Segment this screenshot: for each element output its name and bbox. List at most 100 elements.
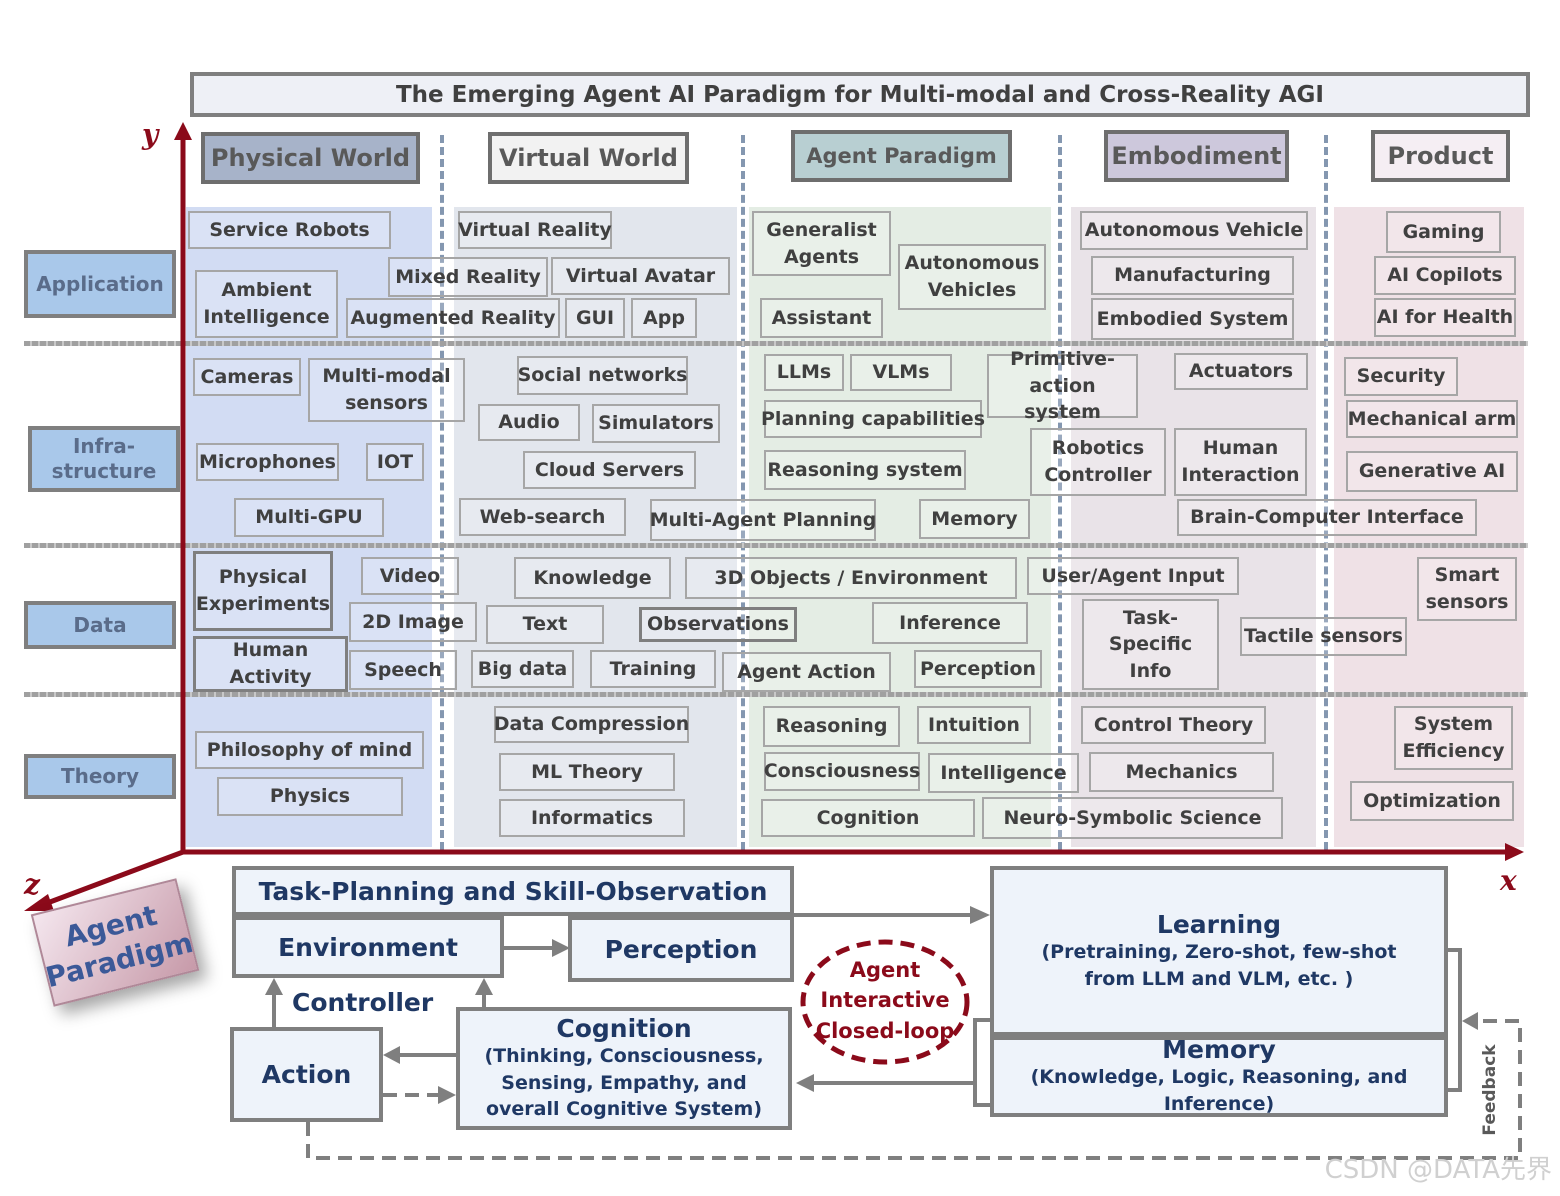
action-box: Action	[230, 1027, 383, 1122]
cell-manufacturing: Manufacturing	[1091, 256, 1294, 295]
cell-control-theory: Control Theory	[1081, 706, 1266, 744]
cell-observations: Observations	[639, 607, 797, 642]
cell-smart-sensors: Smart sensors	[1417, 557, 1517, 621]
column-separator	[440, 135, 444, 850]
row-separator	[24, 341, 1528, 346]
cell-multi-gpu: Multi-GPU	[234, 498, 384, 537]
column-header-product: Product	[1371, 130, 1510, 182]
cell-system-efficiency: System Efficiency	[1394, 706, 1513, 770]
cell-app: App	[631, 298, 697, 338]
cell-text: Text	[486, 605, 604, 644]
cell-autonomous-vehicles: Autonomous Vehicles	[898, 244, 1046, 310]
cell-reasoning-system: Reasoning system	[764, 450, 966, 490]
y-axis-label: y	[142, 118, 159, 151]
physical-world-column-bg	[186, 207, 432, 847]
column-header-agent-paradigm: Agent Paradigm	[791, 130, 1012, 182]
cell-mechanics: Mechanics	[1089, 752, 1274, 792]
cell-speech: Speech	[349, 650, 457, 690]
cell-reasoning: Reasoning	[763, 706, 900, 747]
cell-llms: LLMs	[764, 354, 844, 391]
learning-title: Learning	[1156, 909, 1282, 939]
environment-box: Environment	[232, 916, 504, 978]
diagram-title: The Emerging Agent AI Paradigm for Multi…	[190, 72, 1530, 117]
cell-generative-ai: Generative AI	[1346, 451, 1518, 492]
cell-training: Training	[590, 650, 716, 688]
cell-ambient-intelligence: Ambient Intelligence	[195, 270, 338, 338]
cell-planning-capabilities: Planning capabilities	[761, 400, 985, 438]
learning-box: Learning (Pretraining, Zero-shot, few-sh…	[990, 866, 1448, 1036]
cell-autonomous-vehicle: Autonomous Vehicle	[1080, 211, 1308, 250]
learning-subtitle: (Pretraining, Zero-shot, few-shot from L…	[1041, 940, 1397, 990]
cell-informatics: Informatics	[499, 799, 685, 837]
cell-tactile-sensors: Tactile sensors	[1240, 617, 1407, 656]
virtual-world-column-bg	[454, 207, 737, 847]
cell-multimodal-sensors: Multi-modal sensors	[308, 358, 465, 422]
cell-consciousness: Consciousness	[764, 752, 920, 791]
product-column-bg	[1334, 207, 1524, 847]
cell-task-specific-info: Task- Specific Info	[1082, 599, 1219, 690]
cell-human-interaction: Human Interaction	[1174, 428, 1307, 496]
column-header-virtual-world: Virtual World	[488, 132, 689, 184]
cell-web-search: Web-search	[459, 498, 626, 536]
cell-ai-for-health: AI for Health	[1374, 298, 1516, 337]
cell-actuators: Actuators	[1174, 353, 1308, 390]
cell-inference: Inference	[872, 602, 1028, 644]
row-separator	[24, 543, 1528, 548]
cognition-box: Cognition (Thinking, Consciousness, Sens…	[456, 1007, 792, 1130]
cell-neuro-symbolic-science: Neuro-Symbolic Science	[982, 797, 1283, 839]
feedback-label: Feedback	[1480, 1044, 1500, 1136]
cell-intelligence: Intelligence	[928, 753, 1079, 793]
column-header-embodiment: Embodiment	[1104, 130, 1289, 182]
cell-audio: Audio	[478, 404, 580, 441]
cell-security: Security	[1344, 357, 1458, 396]
cell-physical-experiments: Physical Experiments	[193, 551, 333, 631]
memory-box: Memory (Knowledge, Logic, Reasoning, and…	[990, 1035, 1448, 1117]
cell-robotics-controller: Robotics Controller	[1030, 428, 1166, 496]
cell-primitive-action-system: Primitive- action system	[987, 348, 1138, 423]
cell-virtual-avatar: Virtual Avatar	[551, 257, 730, 295]
cell-augmented-reality: Augmented Reality	[346, 298, 560, 338]
cell-brain-computer-interface: Brain-Computer Interface	[1177, 499, 1477, 536]
cell-agent-action: Agent Action	[722, 652, 891, 692]
cell-generalist-agents: Generalist Agents	[752, 211, 891, 276]
cell-user-agent-input: User/Agent Input	[1027, 557, 1239, 595]
cell-data-compression: Data Compression	[494, 706, 689, 743]
cognition-title: Cognition	[556, 1014, 692, 1044]
cell-optimization: Optimization	[1350, 781, 1514, 821]
cell-2d-image: 2D Image	[349, 602, 477, 642]
memory-title: Memory	[1162, 1035, 1276, 1065]
action-label: Action	[261, 1060, 352, 1089]
cell-multi-agent-planning: Multi-Agent Planning	[650, 499, 876, 541]
cell-human-activity: Human Activity	[193, 636, 348, 692]
cell-intuition: Intuition	[917, 706, 1031, 744]
column-separator	[741, 135, 745, 850]
cell-memory: Memory	[919, 499, 1030, 539]
perception-label: Perception	[604, 934, 758, 964]
watermark: CSDN @DATA先界	[1324, 1155, 1552, 1185]
row-label-infrastructure: Infra- structure	[28, 426, 180, 492]
environment-label: Environment	[278, 932, 458, 962]
perception-box: Perception	[568, 916, 794, 982]
cell-cameras: Cameras	[193, 358, 301, 396]
cell-cognition: Cognition	[761, 799, 975, 837]
cell-knowledge: Knowledge	[514, 557, 671, 599]
memory-subtitle: (Knowledge, Logic, Reasoning, and Infere…	[1030, 1066, 1408, 1115]
cell-assistant: Assistant	[760, 298, 883, 338]
cell-ai-copilots: AI Copilots	[1374, 256, 1516, 295]
column-separator	[1324, 135, 1328, 850]
embodiment-column-bg	[1071, 207, 1316, 847]
cognition-subtitle: (Thinking, Consciousness, Sensing, Empat…	[484, 1045, 764, 1121]
cell-perception: Perception	[914, 650, 1042, 688]
task-planning-box: Task-Planning and Skill-Observation	[232, 866, 794, 916]
z-axis-label: z	[24, 868, 40, 901]
row-label-theory: Theory	[24, 754, 176, 799]
row-label-data: Data	[24, 601, 176, 649]
x-axis-label: x	[1500, 864, 1517, 897]
cell-gaming: Gaming	[1386, 211, 1501, 253]
task-planning-label: Task-Planning and Skill-Observation	[258, 876, 768, 906]
cell-big-data: Big data	[471, 650, 574, 688]
cell-ml-theory: ML Theory	[499, 753, 675, 791]
closed-loop-label: Agent Interactive Closed-loop	[815, 958, 955, 1043]
cell-service-robots: Service Robots	[188, 211, 391, 249]
